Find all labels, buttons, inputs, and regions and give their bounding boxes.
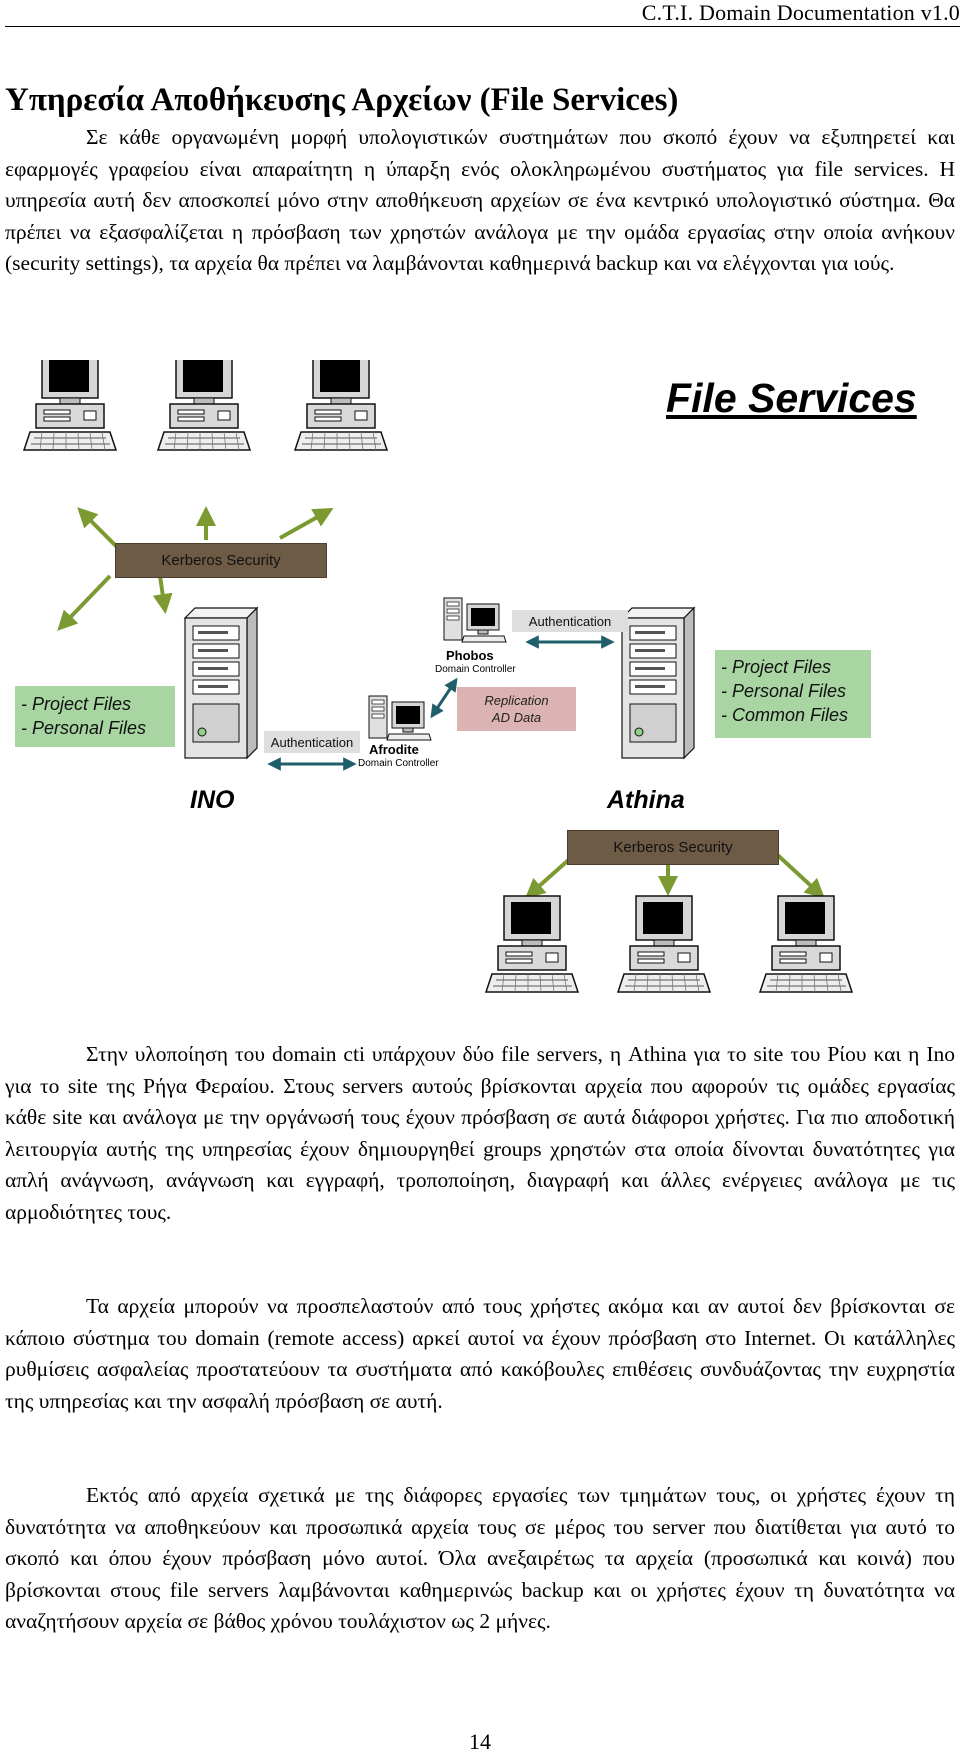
workstation-icon [485, 895, 579, 993]
replication-label: Replication [484, 693, 549, 708]
section-title: Υπηρεσία Αποθήκευσης Αρχείων (File Servi… [5, 82, 679, 118]
athina-server-icon [621, 607, 695, 759]
arrow-icon [57, 574, 112, 631]
authentication-label: Authentication [264, 731, 360, 753]
kerberos-security-box: Kerberos Security [115, 543, 327, 578]
afrodite-domain-controller-icon [368, 695, 432, 741]
personal-files-paragraph: Εκτός από αρχεία σχετικά με της διάφορες… [5, 1483, 955, 1634]
afrodite-label: Afrodite [369, 742, 419, 757]
replication-box: Replication AD Data [457, 687, 576, 731]
workstation-icon [759, 895, 853, 993]
intro-paragraph: Σε κάθε οργανωμένη μορφή υπολογιστικών σ… [5, 125, 955, 276]
diagram-title: File Services [666, 375, 917, 421]
arrow-icon [279, 508, 334, 540]
workstation-icon [617, 895, 711, 993]
file-item: - Personal Files [721, 681, 847, 701]
workstation-icon [157, 360, 251, 451]
remote-access-paragraph: Τα αρχεία μπορούν να προσπελαστούν από τ… [5, 1294, 955, 1413]
page-number: 14 [469, 1729, 491, 1754]
workstation-icon [294, 360, 388, 451]
header-rule [5, 26, 960, 27]
replication-sublabel: AD Data [491, 710, 542, 725]
file-item: - Common Files [721, 705, 849, 725]
phobos-label: Phobos [446, 648, 494, 663]
replication-arrow-icon [430, 677, 458, 719]
workstation-icon [23, 360, 117, 451]
arrow-icon [152, 575, 173, 614]
ino-server-icon [184, 607, 258, 759]
authentication-label: Authentication [512, 610, 628, 632]
servers-paragraph: Στην υλοποίηση του domain cti υπάρχουν δ… [5, 1042, 955, 1224]
document-header-title: C.T.I. Domain Documentation v1.0 [641, 0, 960, 25]
phobos-role-label: Domain Controller [435, 664, 516, 675]
phobos-domain-controller-icon [443, 597, 507, 643]
file-item: - Project Files [21, 694, 132, 714]
athina-server-label: Athina [607, 786, 685, 814]
file-services-diagram: File Services Kerberos Security Kerberos… [0, 360, 960, 1010]
ino-server-label: INO [190, 786, 235, 814]
file-item: - Personal Files [21, 718, 147, 738]
ino-files-box: - Project Files - Personal Files [15, 686, 175, 747]
afrodite-role-label: Domain Controller [358, 758, 439, 769]
file-item: - Project Files [721, 657, 832, 677]
kerberos-security-box: Kerberos Security [567, 830, 779, 865]
athina-files-box: - Project Files - Personal Files - Commo… [715, 650, 871, 738]
